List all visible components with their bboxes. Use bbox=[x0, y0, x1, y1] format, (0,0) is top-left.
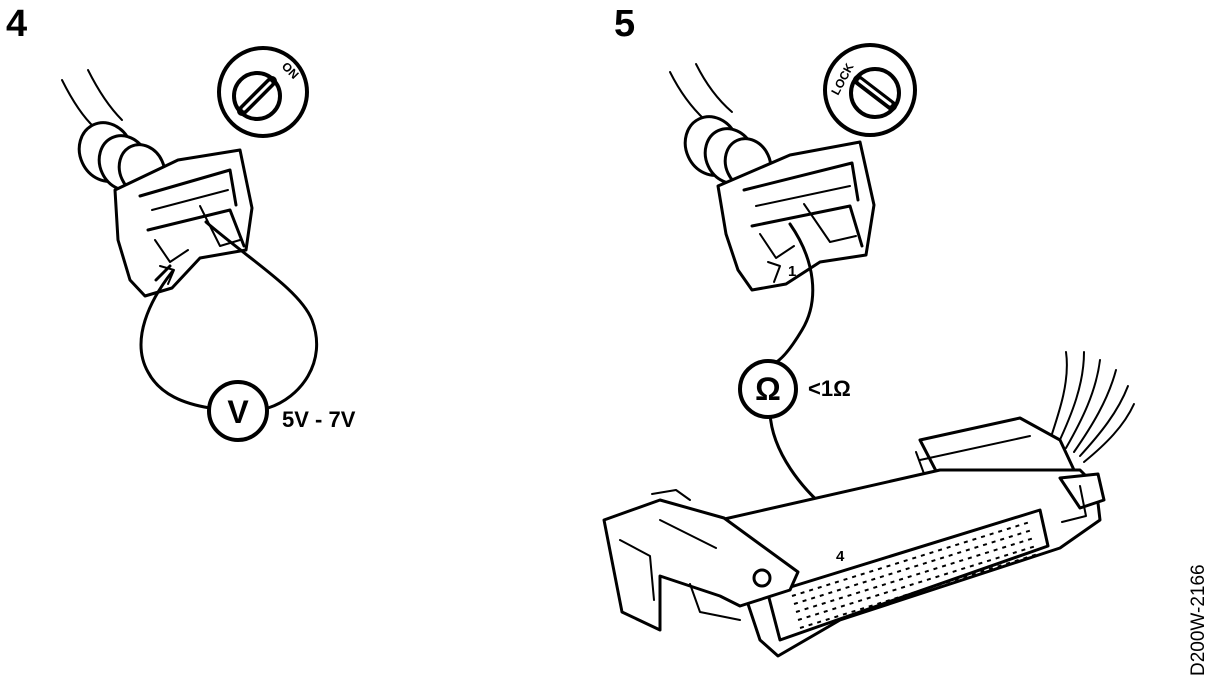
ohmmeter: Ω bbox=[738, 359, 798, 419]
harness-cable bbox=[669, 63, 733, 121]
sensor-connector: 1 bbox=[683, 115, 876, 292]
voltmeter-symbol: V bbox=[227, 394, 249, 430]
test-lead bbox=[139, 220, 319, 410]
connector-pin-1-label: 1 bbox=[788, 263, 796, 280]
sensor-connector bbox=[77, 121, 254, 298]
ohmmeter-symbol: Ω bbox=[755, 371, 781, 407]
voltmeter: V bbox=[207, 380, 269, 442]
voltage-reading: 5V - 7V bbox=[282, 407, 356, 432]
harness-cable bbox=[61, 69, 123, 129]
step-5-number: 5 bbox=[614, 3, 635, 45]
ecu-pin-4-label: 4 bbox=[836, 548, 845, 565]
figure-code: D200W-2166 bbox=[1188, 564, 1209, 676]
ignition-switch-lock-icon: LOCK bbox=[823, 43, 917, 137]
resistance-reading: <1Ω bbox=[808, 376, 851, 401]
ecu-pin-grid bbox=[791, 521, 1039, 629]
ecu-wire-bundle bbox=[1049, 351, 1135, 463]
ignition-switch-on-icon: ON bbox=[217, 46, 309, 138]
step-5-panel: 5 LOCK 1 bbox=[602, 3, 1135, 658]
ecu-connector: 4 bbox=[602, 416, 1106, 658]
step-4-number: 4 bbox=[6, 3, 27, 45]
step-4-panel: 4 ON bbox=[6, 3, 356, 442]
